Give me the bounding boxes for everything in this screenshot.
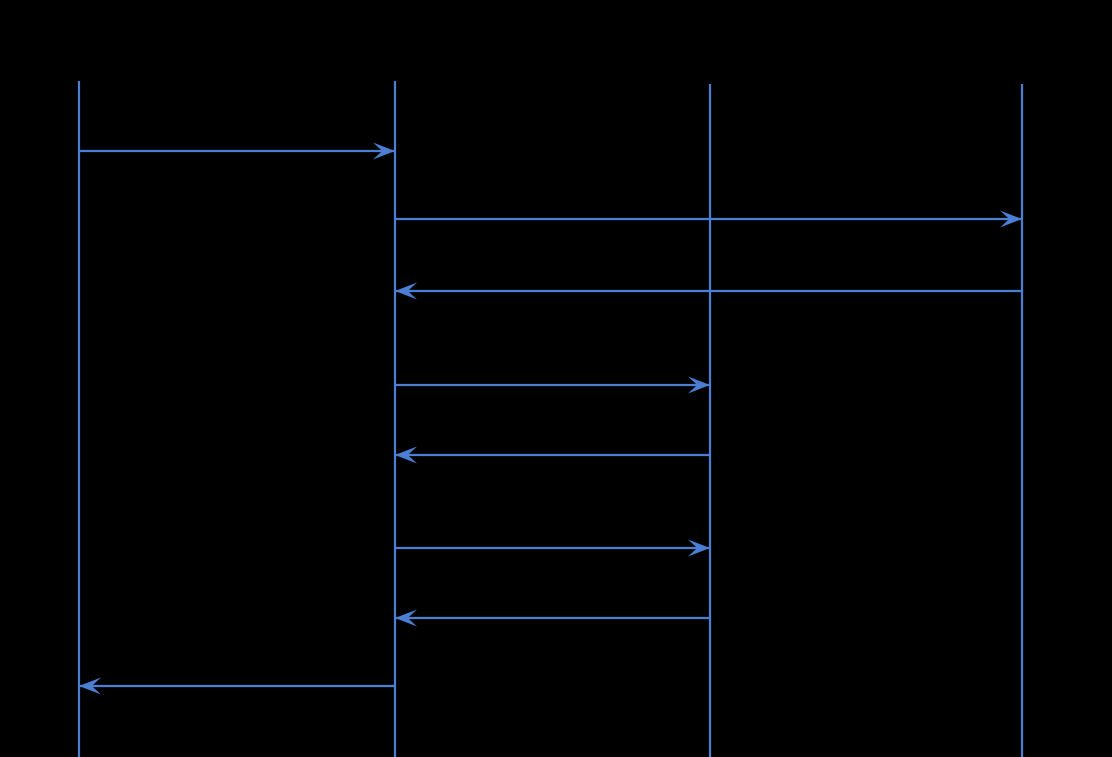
- message-arrow-3[interactable]: [395, 282, 1022, 300]
- message-arrowhead: [688, 376, 710, 394]
- message-arrow-8[interactable]: [79, 677, 395, 695]
- message-arrowhead: [1000, 210, 1022, 228]
- message-arrow-1[interactable]: [79, 142, 395, 160]
- message-arrowhead: [688, 539, 710, 557]
- message-arrowhead: [395, 282, 417, 300]
- message-arrow-5[interactable]: [395, 446, 710, 464]
- message-arrow-7[interactable]: [395, 609, 710, 627]
- message-arrowhead: [79, 677, 101, 695]
- message-arrow-2[interactable]: [395, 210, 1022, 228]
- messages-layer: [79, 142, 1022, 695]
- message-arrow-4[interactable]: [395, 376, 710, 394]
- message-arrowhead: [373, 142, 395, 160]
- message-arrow-6[interactable]: [395, 539, 710, 557]
- message-arrowhead: [395, 446, 417, 464]
- message-arrowhead: [395, 609, 417, 627]
- lifelines-layer: [77, 81, 1024, 757]
